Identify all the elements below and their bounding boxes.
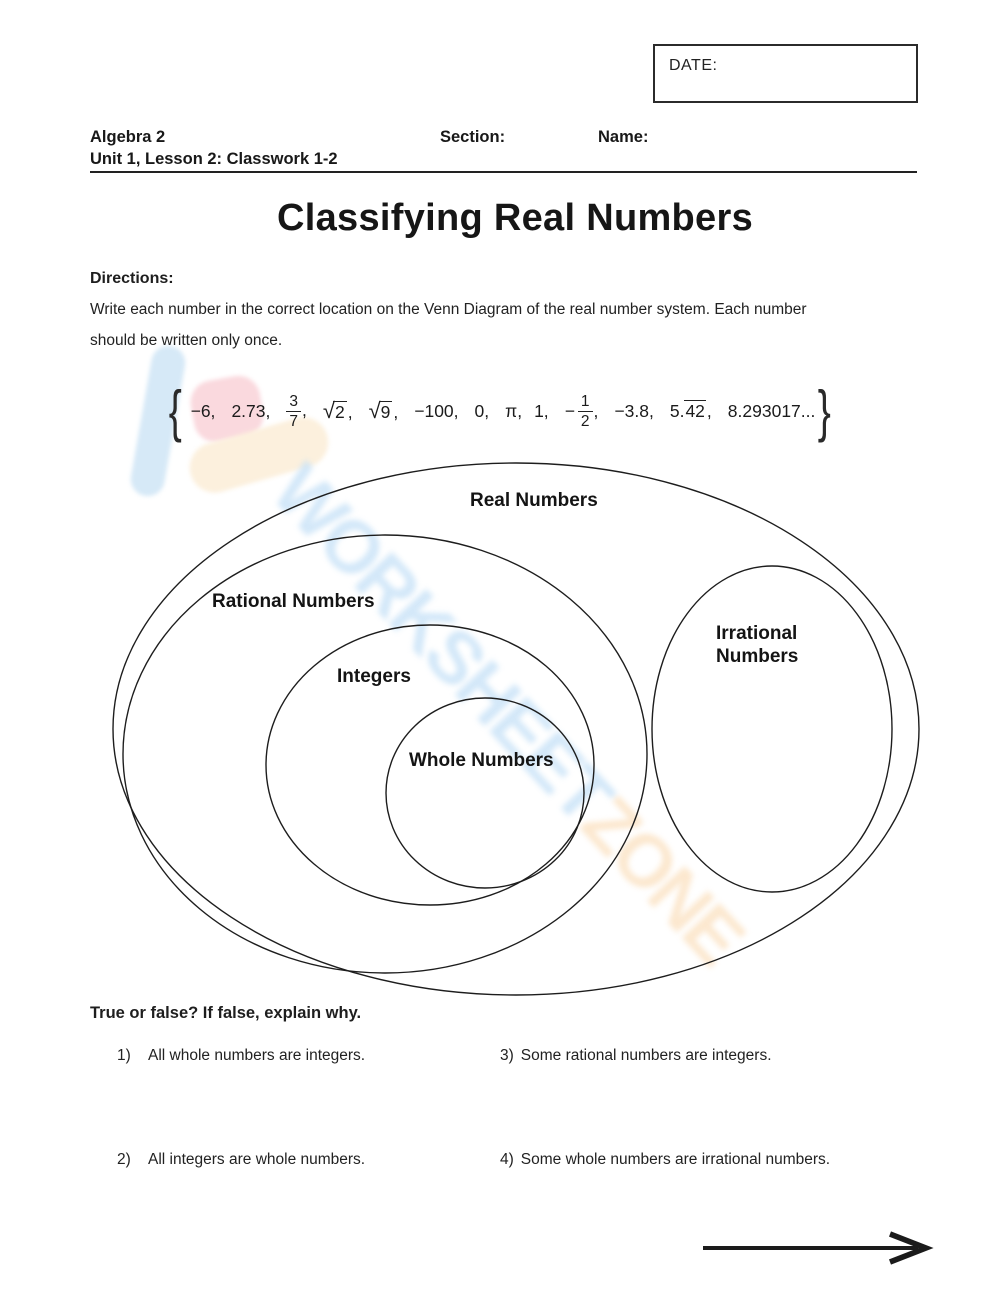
course-title: Algebra 2 [90,128,166,146]
number-neg3-8: −3.8, [614,400,654,421]
question-1-number: 1) [117,1047,131,1064]
sqrt-2: √2, [322,398,353,423]
directions-text-line1: Write each number in the correct locatio… [90,301,807,318]
real-numbers-label: Real Numbers [470,490,598,511]
page-title: Classifying Real Numbers [276,197,754,239]
question-3-number: 3) [500,1047,514,1064]
name-label: Name: [598,128,649,146]
number-pi: π, [505,400,523,421]
close-brace: } [818,378,832,443]
question-3-text: Some rational numbers are integers. [520,1047,772,1064]
rational-numbers-label: Rational Numbers [212,591,375,612]
watermark-word-orange: ZONE [566,780,759,979]
number-2-73: 2.73, [231,400,271,421]
question-2: 2) All integers are whole numbers. [117,1151,365,1169]
irrational-numbers-ellipse [651,565,893,893]
whole-numbers-label: Whole Numbers [409,750,554,771]
directions-label: Directions: [90,270,174,287]
unit-lesson-line: Unit 1, Lesson 2: Classwork 1-2 [90,150,338,168]
header-divider [90,171,917,173]
number-0: 0, [474,400,490,421]
integers-label: Integers [337,666,411,687]
question-4-text: Some whole numbers are irrational number… [520,1151,831,1168]
open-brace: { [168,378,182,443]
worksheetzone-watermark: WORKSHEETZONE [256,448,760,980]
question-2-number: 2) [117,1151,131,1168]
number-1: 1, [534,400,549,421]
question-4: 4) Some whole numbers are irrational numb… [500,1151,830,1169]
number-neg100: −100, [414,400,459,421]
question-4-number: 4) [500,1151,514,1168]
true-false-heading: True or false? If false, explain why. [90,1004,362,1022]
question-2-text: All integers are whole numbers. [148,1151,366,1168]
section-label: Section: [440,128,506,146]
next-page-arrow-icon[interactable] [690,1226,940,1270]
number-8-293017: 8.293017... [727,400,816,421]
question-1-text: All whole numbers are integers. [148,1047,366,1064]
date-label: DATE: [669,57,718,74]
number-neg6: −6, [190,400,216,421]
irrational-numbers-label: Irrational Numbers [716,623,799,667]
date-input-box[interactable]: DATE: [653,44,918,103]
directions-text-line2: should be written only once. [90,332,283,349]
question-3: 3) Some rational numbers are integers. [500,1047,772,1065]
question-1: 1) All whole numbers are integers. [117,1047,365,1065]
sqrt-9: √9, [368,398,399,423]
repeating-decimal-5-42: 5.42, [669,399,712,421]
